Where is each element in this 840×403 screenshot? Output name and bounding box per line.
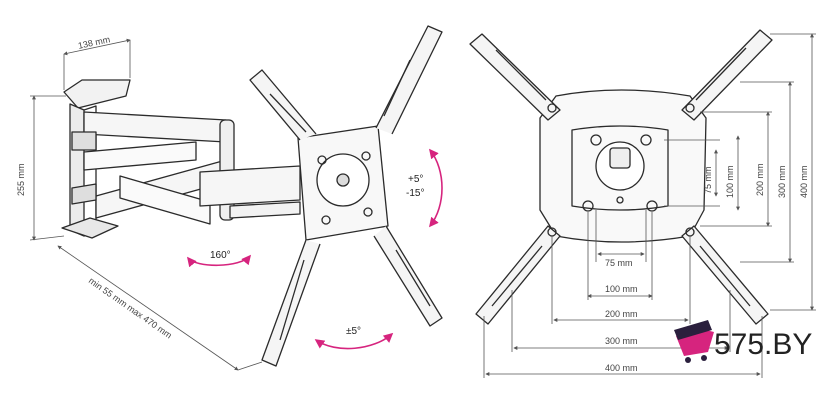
hdim-200-label: 200 mm xyxy=(605,309,638,319)
extension-label: min 55 mm max 470 mm xyxy=(87,275,174,340)
front-arm-lower-right xyxy=(681,225,769,325)
front-vertical-dimensions xyxy=(664,33,816,311)
front-arm-upper-right xyxy=(681,29,773,121)
bracket-arm-lower-right xyxy=(373,225,443,327)
vdim-400-label: 400 mm xyxy=(799,165,809,198)
store-logo: 575.BY xyxy=(674,320,812,363)
rotate-arrow xyxy=(314,332,394,350)
hdim-75-label: 75 mm xyxy=(605,258,633,268)
side-dimensions xyxy=(29,38,263,371)
swivel-arrow xyxy=(186,254,252,268)
hdim-100-label: 100 mm xyxy=(605,284,638,294)
hdim-400-label: 400 mm xyxy=(605,363,638,373)
extension-dim-line xyxy=(57,245,239,371)
bracket-arm-upper-right xyxy=(375,25,443,135)
logo-text: 575.BY xyxy=(714,328,812,361)
tilt-down-label: -15° xyxy=(406,188,424,199)
tilt-up-label: +5° xyxy=(408,174,423,185)
depth-label: 138 mm xyxy=(77,34,111,51)
motion-indicators xyxy=(186,148,443,350)
vdim-100-label: 100 mm xyxy=(725,165,735,198)
tv-bracket xyxy=(249,25,443,367)
height-label: 255 mm xyxy=(16,163,26,196)
depth-dim-line xyxy=(63,38,131,56)
cart-icon xyxy=(674,320,714,363)
vdim-300-label: 300 mm xyxy=(777,165,787,198)
front-arm-lower-left xyxy=(475,225,561,325)
front-arm-upper-left xyxy=(469,33,561,121)
bracket-arm-upper-left xyxy=(249,69,317,141)
articulating-arm xyxy=(71,111,301,225)
swivel-label: 160° xyxy=(210,250,231,261)
vdim-200-label: 200 mm xyxy=(755,163,765,196)
side-view xyxy=(61,25,443,367)
rotate-label: ±5° xyxy=(346,326,361,337)
hdim-300-label: 300 mm xyxy=(605,336,638,346)
tilt-arrow xyxy=(429,148,443,228)
vdim-75-label: 75 mm xyxy=(703,166,713,194)
front-view xyxy=(469,29,773,325)
bracket-arm-lower-left xyxy=(261,239,321,367)
